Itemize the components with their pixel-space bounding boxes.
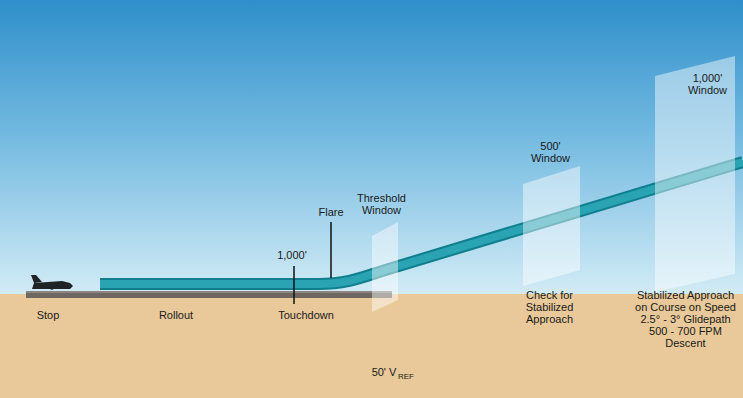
note-label: Check for Stabilized Approach bbox=[518, 289, 582, 325]
500-window bbox=[523, 166, 580, 286]
height-label: 50' V bbox=[371, 366, 397, 378]
runway bbox=[26, 291, 392, 298]
phase-label: Flare bbox=[318, 206, 345, 218]
sky bbox=[0, 0, 743, 296]
threshold-window bbox=[372, 222, 398, 312]
flight-path-edge bbox=[100, 162, 743, 284]
subscript-label: REF bbox=[398, 372, 414, 381]
aircraft bbox=[31, 275, 73, 290]
window-label: 1,000' Window bbox=[678, 72, 738, 96]
note-label: Stabilized Approach on Course on Speed 2… bbox=[634, 289, 738, 349]
phase-label: Stop bbox=[36, 309, 60, 321]
window-label: Threshold Window bbox=[352, 192, 412, 216]
phase-label: Rollout bbox=[158, 309, 194, 321]
flare-marker bbox=[330, 222, 332, 278]
touchdown-marker bbox=[293, 266, 295, 304]
window-label: 500' Window bbox=[526, 140, 576, 164]
ground bbox=[0, 294, 743, 398]
phase-label: Touchdown bbox=[278, 309, 335, 321]
distance-label: 1,000' bbox=[277, 249, 308, 261]
flight-path bbox=[100, 162, 743, 284]
runway-edge bbox=[26, 291, 392, 293]
